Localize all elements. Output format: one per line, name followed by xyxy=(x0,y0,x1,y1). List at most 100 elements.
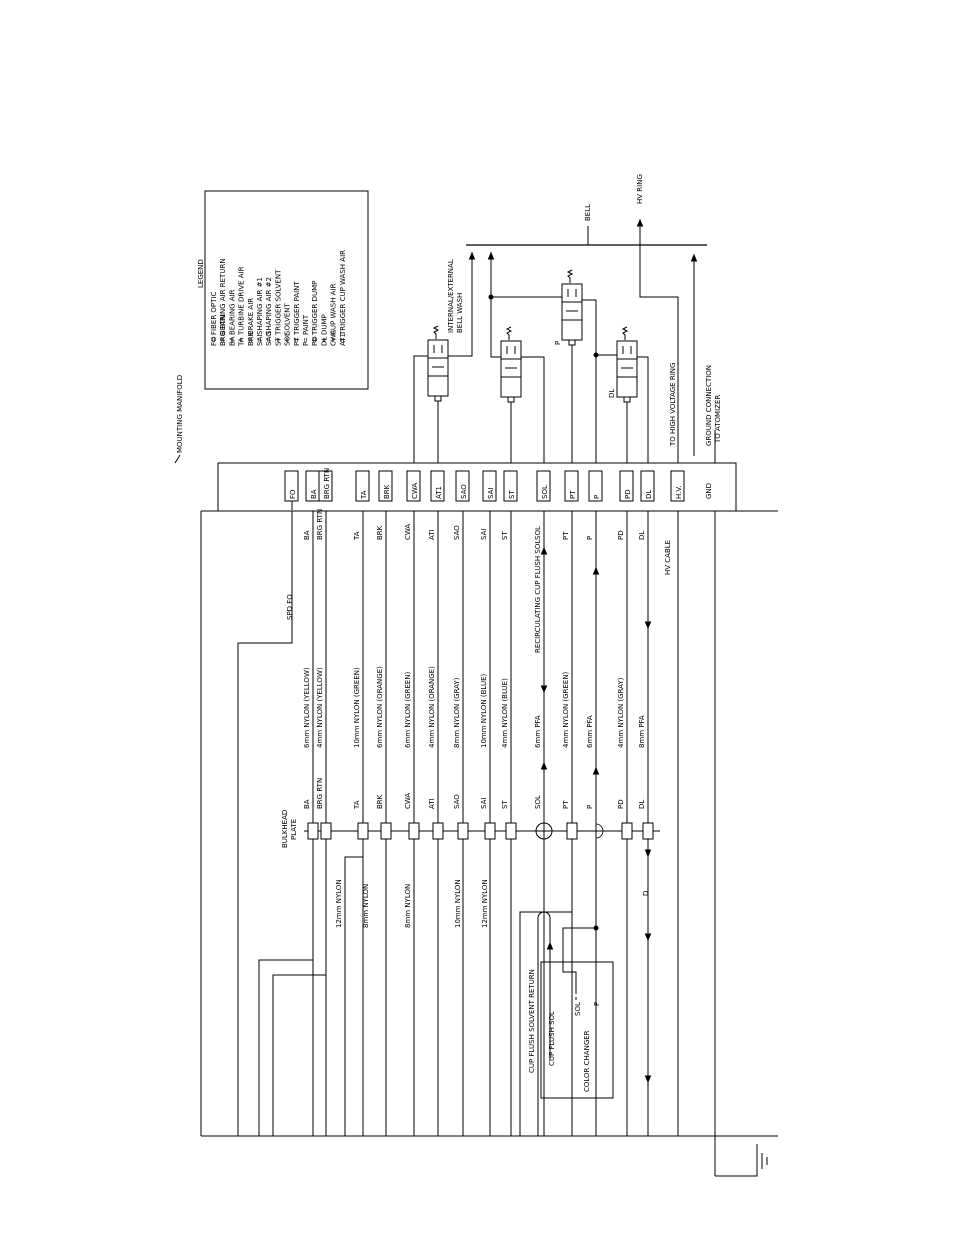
port-line-label: P xyxy=(586,536,594,540)
port-line-label: BRK xyxy=(376,525,384,540)
lower-spec-label: 12mm NYLON xyxy=(335,879,343,928)
port-label: FO xyxy=(289,489,297,499)
spring-icon xyxy=(505,326,513,340)
legend-abbr: BRK xyxy=(247,331,255,346)
bulkhead-line-label: TA xyxy=(353,800,361,810)
ground-connection-label: GROUND CONNECTION xyxy=(705,365,713,446)
p-feed xyxy=(582,299,597,463)
spd-fo-line xyxy=(237,511,293,1136)
cup-flush-return-label: CUP FLUSH SOLVENT RETURN xyxy=(528,969,536,1073)
legend-equals: = xyxy=(219,337,227,343)
port-line-label: TA xyxy=(353,531,361,541)
valve-actuator xyxy=(623,396,631,403)
port-box xyxy=(318,470,333,502)
port-box xyxy=(503,470,518,502)
tube-spec-labels: 6mm NYLON (YELLOW)4mm NYLON (YELLOW)10mm… xyxy=(303,666,646,748)
bulkhead-line-label: ATI xyxy=(428,798,436,809)
port-label: PT xyxy=(569,490,577,499)
bulkhead-fitting xyxy=(505,822,517,840)
legend-desc: DUMP xyxy=(320,314,328,335)
arrow-up-icon xyxy=(636,218,644,227)
bulkhead-label-2: PLATE xyxy=(290,819,298,840)
port-box xyxy=(406,470,421,502)
lower-spec-label: 12mm NYLON xyxy=(481,879,489,928)
valve-dl-label: DL xyxy=(608,389,616,398)
port-line-label: PD xyxy=(617,530,625,540)
mounting-manifold-label: MOUNTING MANIFOLD xyxy=(176,375,184,453)
arrow-up-icon xyxy=(468,251,476,260)
legend-desc: BEARING AIR xyxy=(228,289,236,335)
arrow-up-icon xyxy=(540,546,548,555)
arrow-up-icon xyxy=(592,566,600,575)
arrow-down-icon xyxy=(644,1075,652,1084)
legend-equals: = xyxy=(228,337,236,343)
tube-spec-label: 6mm NYLON (GREEN) xyxy=(404,671,412,748)
ta-jog xyxy=(344,840,364,1136)
arrow-down-icon xyxy=(644,621,652,630)
bulkhead-line-label: P xyxy=(586,805,594,809)
legend-abbr: TA xyxy=(238,337,246,347)
bulkhead-fitting xyxy=(357,822,369,840)
tube-spec-label: 8mm PFA xyxy=(638,715,646,748)
color-changer-label: COLOR CHANGER xyxy=(583,1030,591,1092)
lower-spec-label: 8mm NYLON xyxy=(362,884,370,928)
cwa-valve xyxy=(427,339,449,397)
port-line-label: ST xyxy=(501,531,509,540)
arrow-down-icon xyxy=(644,933,652,942)
bulkhead-line-label: DL xyxy=(638,800,646,809)
tube-spec-label: 6mm PFA xyxy=(586,715,594,748)
bulkhead-line-label: PD xyxy=(617,799,625,809)
legend-desc: BRAKE AIR xyxy=(247,298,255,335)
bulkhead-fitting xyxy=(566,822,578,840)
port-box xyxy=(536,470,551,502)
port-line-label: CWA xyxy=(404,524,412,540)
bulkhead-line-label: CWA xyxy=(404,793,412,809)
bulkhead-fitting xyxy=(457,822,469,840)
port-line-label: BA xyxy=(303,530,311,540)
d-label: D xyxy=(642,891,650,896)
port-box xyxy=(455,470,470,502)
ground-icon xyxy=(715,1144,768,1177)
port-box xyxy=(430,470,445,502)
arrow-down-icon xyxy=(540,685,548,694)
legend-desc: SHAPING AIR #1 xyxy=(256,277,264,335)
sol-out xyxy=(490,252,501,358)
bulkhead-line-label: SAO xyxy=(453,794,461,809)
bulkhead-label-1: BULKHEAD xyxy=(281,810,289,848)
legend-equals: = xyxy=(247,337,255,343)
valve-actuator xyxy=(434,395,442,402)
dump-valve xyxy=(616,340,638,398)
junction-dot xyxy=(488,294,494,300)
arrow-up-icon xyxy=(546,941,554,950)
port-label: BA xyxy=(310,489,318,499)
bulkhead-line-label: ST xyxy=(501,800,509,809)
bell-wash-label: BELL WASH xyxy=(456,293,464,333)
dl-return xyxy=(637,356,649,463)
arrow-up-icon xyxy=(690,253,698,262)
spring-icon xyxy=(621,326,629,340)
legend-desc: PAINT xyxy=(302,314,310,335)
bulkhead-line-label: BRG RTN xyxy=(316,778,324,809)
bulkhead-line-label: SAI xyxy=(480,798,488,809)
port-line-label: DL xyxy=(638,531,646,540)
bulkhead-fitting xyxy=(432,822,444,840)
legend-abbr: AT1 xyxy=(339,333,347,346)
port-label: BRK xyxy=(383,484,391,499)
port-box xyxy=(355,470,370,502)
legend-desc: SOLVENT xyxy=(284,302,292,335)
bulkhead-line-label: BRK xyxy=(376,794,384,809)
legend-equals: = xyxy=(274,337,282,343)
legend-desc: BEARING AIR RETURN xyxy=(219,258,227,335)
sol-feed xyxy=(521,356,545,463)
legend-equals: = xyxy=(302,337,310,343)
legend-title: LEGEND xyxy=(197,259,205,288)
port-label: SAO xyxy=(460,484,468,499)
spring-icon xyxy=(432,325,440,339)
port-line-label: SAI xyxy=(480,529,488,540)
bulkhead-fitting xyxy=(408,822,420,840)
arrow-up-icon xyxy=(487,251,495,260)
